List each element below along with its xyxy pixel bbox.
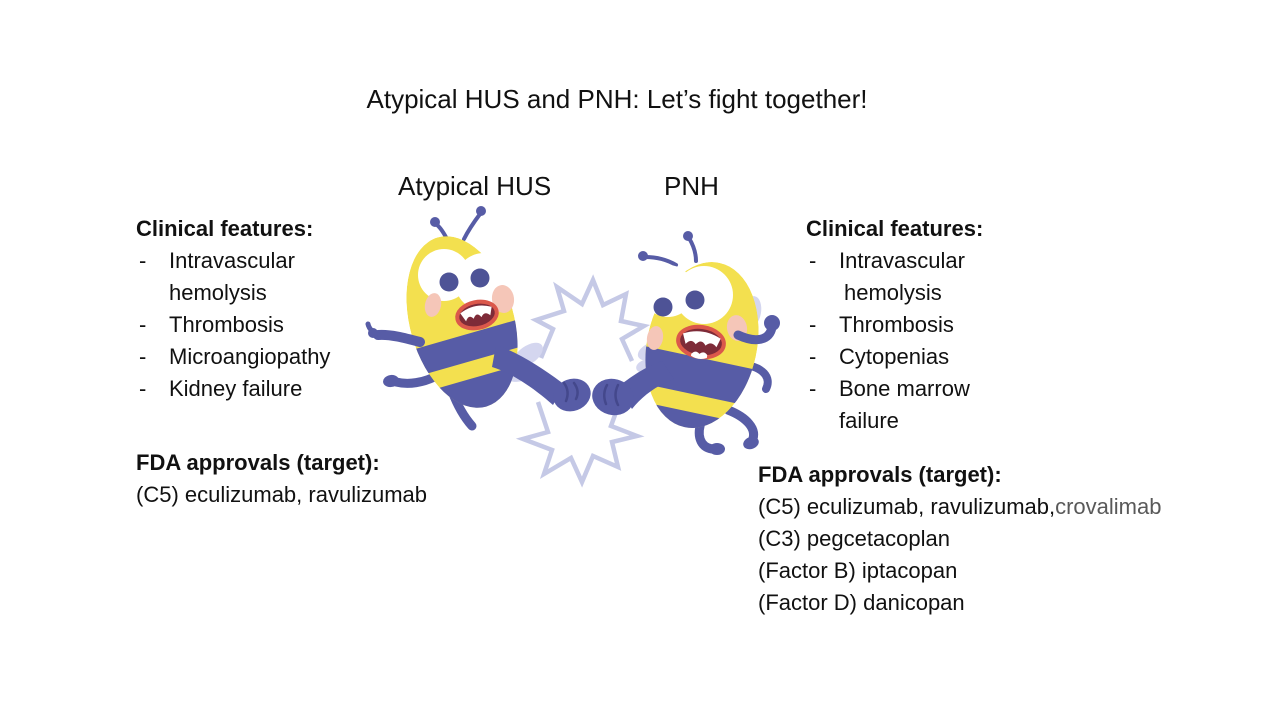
bullet-line: -Intravascular xyxy=(806,245,983,277)
bee-left-arm-bump xyxy=(492,345,565,405)
right-fda-heading: FDA approvals (target): xyxy=(758,462,1002,487)
bullet-line: -Cytopenias xyxy=(806,341,983,373)
bee-left-mouth xyxy=(455,299,499,331)
bullet-dash: - xyxy=(139,376,147,401)
bullet-text: hemolysis xyxy=(169,280,267,305)
bee-right-eyes xyxy=(642,265,733,324)
left-fda-heading: FDA approvals (target): xyxy=(136,450,380,475)
bullet-text: Thrombosis xyxy=(839,312,954,337)
bullet-dash: - xyxy=(809,344,817,369)
fda-line-main: (C5) eculizumab, ravulizumab, xyxy=(758,494,1056,519)
fda-line-c5: (C5) eculizumab, ravulizumab, crovalimab xyxy=(758,491,1161,523)
bullet-dash: - xyxy=(809,248,817,273)
bee-left-arm-left xyxy=(365,321,425,347)
bullet-line: -Kidney failure xyxy=(136,373,330,405)
bullet-text: Intravascular xyxy=(169,248,295,273)
bullet-text: Thrombosis xyxy=(169,312,284,337)
bullet-line: hemolysis xyxy=(136,277,330,309)
bullet-line: -Intravascular xyxy=(136,245,330,277)
right-clinical-features-block: Clinical features: -Intravascular hemoly… xyxy=(806,213,983,437)
fda-line-highlight-crovalimab: crovalimab xyxy=(1055,494,1162,519)
bullet-text: Kidney failure xyxy=(169,376,303,401)
bullet-text: Cytopenias xyxy=(839,344,950,369)
bullet-dash: - xyxy=(139,248,147,273)
bullet-text: Bone marrow xyxy=(839,376,970,401)
bee-right-arm-flexed xyxy=(733,315,780,345)
left-clinical-features-block: Clinical features: -Intravascular hemoly… xyxy=(136,213,330,405)
fda-line: (C5) eculizumab, ravulizumab xyxy=(136,482,427,507)
left-column-header: Atypical HUS xyxy=(398,171,552,201)
bees-fistbump-illustration xyxy=(365,206,780,488)
bullet-line: -Thrombosis xyxy=(806,309,983,341)
left-clinical-heading: Clinical features: xyxy=(136,216,314,241)
left-fda-block: FDA approvals (target): (C5) eculizumab,… xyxy=(136,447,427,511)
right-clinical-heading: Clinical features: xyxy=(806,216,984,241)
impact-starburst-top xyxy=(530,274,651,362)
slide-title: Atypical HUS and PNH: Let’s fight togeth… xyxy=(366,84,868,114)
bee-left-antennae xyxy=(430,206,486,243)
bullet-dash xyxy=(806,277,839,309)
bee-right-illustration xyxy=(618,231,780,455)
fda-line: (Factor B) iptacopan xyxy=(758,558,958,583)
bullet-dash: - xyxy=(139,312,147,337)
bullet-dash: - xyxy=(139,344,147,369)
bullet-dash xyxy=(806,405,839,437)
fda-line: (C3) pegcetacoplan xyxy=(758,526,951,551)
bullet-dash xyxy=(136,277,169,309)
right-column-header: PNH xyxy=(664,171,719,201)
bee-right-antennae xyxy=(638,231,698,267)
fist-right-icon xyxy=(592,378,634,416)
bee-right-mouth xyxy=(676,324,726,360)
bullet-text: Intravascular xyxy=(839,248,965,273)
bee-left-illustration xyxy=(365,206,565,431)
bullet-dash: - xyxy=(809,312,817,337)
right-fda-block: FDA approvals (target): (C5) eculizumab,… xyxy=(758,459,1161,619)
impact-starburst-bottom xyxy=(515,401,645,488)
bullet-line: hemolysis xyxy=(806,277,983,309)
bullet-text: hemolysis xyxy=(844,280,942,305)
bullet-text: Microangiopathy xyxy=(169,344,331,369)
fda-line: (Factor D) danicopan xyxy=(758,590,965,615)
bullet-line: -Microangiopathy xyxy=(136,341,330,373)
fist-left-icon xyxy=(553,378,591,412)
bullet-line: -Bone marrow xyxy=(806,373,983,405)
bullet-text: failure xyxy=(839,408,899,433)
bee-left-cheeks xyxy=(424,285,515,317)
bullet-line: -Thrombosis xyxy=(136,309,330,341)
bullet-dash: - xyxy=(809,376,817,401)
bullet-line: failure xyxy=(806,405,983,437)
